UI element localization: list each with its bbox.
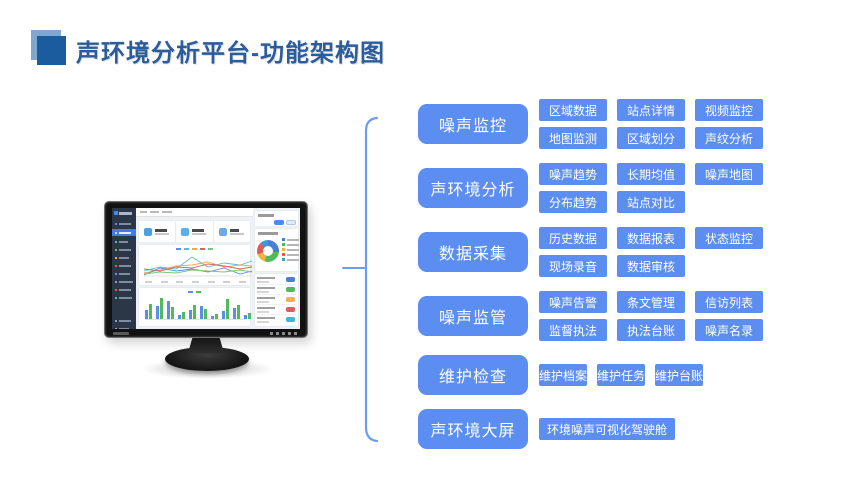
item-box: 视频监控	[695, 99, 763, 121]
item-box: 噪声趋势	[539, 163, 607, 185]
item-box: 区域数据	[539, 99, 607, 121]
donut-legend	[282, 238, 299, 263]
function-group-3: 数据采集历史数据数据报表状态监控现场录音数据审核	[418, 227, 763, 277]
category-box: 维护检查	[418, 355, 528, 395]
dashboard-topbar	[136, 208, 253, 217]
filter-button	[274, 220, 284, 225]
dashboard-right-panel	[253, 208, 300, 329]
category-box: 噪声监控	[418, 104, 528, 144]
category-box: 数据采集	[418, 232, 528, 272]
item-box: 地图监测	[539, 127, 607, 149]
filter-button	[286, 220, 296, 225]
item-box-list: 环境噪声可视化驾驶舱	[539, 418, 676, 440]
function-group-6: 声环境大屏环境噪声可视化驾驶舱	[418, 409, 763, 449]
list-item	[257, 275, 296, 285]
dashboard-sidebar	[112, 208, 136, 329]
monitor-bezel	[104, 201, 308, 338]
item-box: 状态监控	[695, 227, 763, 249]
dashboard-sidebar-active-item	[112, 229, 136, 236]
title-icon-front-square	[37, 36, 66, 65]
item-box: 分布趋势	[539, 191, 607, 213]
dashboard-donut-card	[255, 229, 299, 271]
item-box-list: 噪声趋势长期均值噪声地图分布趋势站点对比	[539, 163, 763, 213]
dashboard-alarm-list	[255, 274, 298, 326]
list-item	[257, 315, 296, 325]
dashboard-logo	[112, 208, 136, 218]
title-block: 声环境分析平台-功能架构图	[0, 0, 850, 80]
item-box: 维护档案	[539, 364, 588, 386]
kpi-icon	[218, 227, 227, 236]
monitor-control-buttons	[270, 332, 297, 335]
item-box: 站点对比	[617, 191, 685, 213]
item-box: 维护台账	[655, 364, 704, 386]
item-box-list: 维护档案维护任务维护台账	[539, 364, 704, 386]
item-box-list: 历史数据数据报表状态监控现场录音数据审核	[539, 227, 763, 277]
function-group-5: 维护检查维护档案维护任务维护台账	[418, 355, 763, 395]
item-box: 维护任务	[597, 364, 646, 386]
item-box: 历史数据	[539, 227, 607, 249]
kpi-icon	[181, 227, 190, 236]
list-item	[257, 295, 296, 305]
category-box: 声环境大屏	[418, 409, 528, 449]
kpi-icon	[144, 227, 152, 236]
monitor-screen	[112, 208, 300, 329]
monitor-stand	[188, 338, 224, 353]
item-box: 噪声名录	[695, 319, 763, 341]
item-box: 噪声告警	[539, 291, 607, 313]
item-box-list: 区域数据站点详情视频监控地图监测区域划分声纹分析	[539, 99, 763, 149]
dashboard-donut-chart	[257, 239, 279, 262]
item-box: 现场录音	[539, 255, 607, 277]
bar-chart-bars	[145, 295, 251, 320]
item-box: 声纹分析	[695, 127, 763, 149]
item-box: 区域划分	[617, 127, 685, 149]
category-box: 声环境分析	[418, 168, 528, 208]
item-box: 条文管理	[617, 291, 685, 313]
function-group-4: 噪声监管噪声告警条文管理信访列表监督执法执法台账噪声名录	[418, 291, 763, 341]
monitor-brand-logo	[113, 332, 129, 335]
dashboard-main	[136, 208, 253, 329]
item-box: 站点详情	[617, 99, 685, 121]
category-box: 噪声监管	[418, 296, 528, 336]
list-item	[257, 305, 296, 315]
item-box: 数据审核	[617, 255, 685, 277]
dashboard-filter-card	[255, 211, 298, 226]
item-box: 执法台账	[617, 319, 685, 341]
dashboard-line-chart	[139, 245, 253, 285]
page-title: 声环境分析平台-功能架构图	[76, 40, 385, 67]
dashboard-kpi-cards	[139, 221, 250, 242]
item-box: 监督执法	[539, 319, 607, 341]
dashboard-bar-chart	[139, 288, 251, 326]
item-box: 环境噪声可视化驾驶舱	[539, 418, 676, 440]
function-group-2: 声环境分析噪声趋势长期均值噪声地图分布趋势站点对比	[418, 163, 763, 213]
item-box: 信访列表	[695, 291, 763, 313]
architecture-tree: 噪声监控区域数据站点详情视频监控地图监测区域划分声纹分析声环境分析噪声趋势长期均…	[418, 99, 763, 449]
brace-connector-icon	[342, 116, 379, 443]
item-box-list: 噪声告警条文管理信访列表监督执法执法台账噪声名录	[539, 291, 763, 341]
item-box: 噪声地图	[695, 163, 763, 185]
item-box: 数据报表	[617, 227, 685, 249]
item-box: 长期均值	[617, 163, 685, 185]
list-item	[257, 285, 296, 295]
function-group-1: 噪声监控区域数据站点详情视频监控地图监测区域划分声纹分析	[418, 99, 763, 149]
monitor-mockup	[104, 201, 308, 381]
